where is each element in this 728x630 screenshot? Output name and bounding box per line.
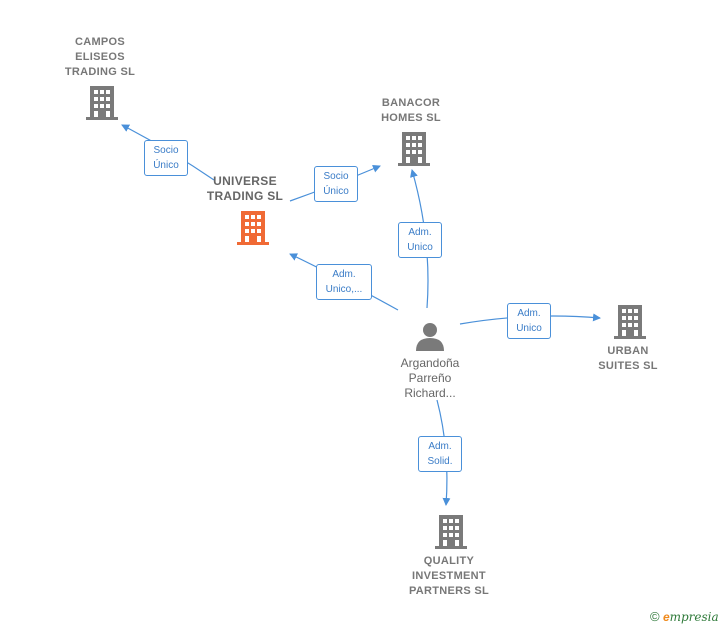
company-label-urban[interactable]: URBAN SUITES SL [598, 345, 658, 372]
building-icon-campos[interactable] [86, 86, 118, 120]
edge-label-person-banacor: Adm. Unico [398, 222, 442, 258]
building-icon-universe[interactable] [237, 211, 269, 245]
brand-watermark: © empresia [650, 609, 719, 624]
person-label[interactable]: Argandoña Parreño Richard... [400, 356, 460, 400]
person-icon[interactable] [416, 323, 444, 351]
edge-label-person-urban: Adm. Unico [507, 303, 551, 339]
building-icon-banacor[interactable] [398, 132, 430, 166]
edge-label-person-universe: Adm. Unico,... [316, 264, 372, 300]
copyright-icon: © [650, 609, 660, 624]
brand-name: mpresia [669, 610, 719, 624]
company-label-universe[interactable]: UNIVERSE TRADING SL [206, 174, 284, 203]
edge-label-universe-campos: Socio Único [144, 140, 188, 176]
company-label-campos[interactable]: CAMPOS ELISEOS TRADING SL [64, 36, 136, 78]
building-icon-quality[interactable] [435, 515, 467, 549]
building-icon-urban[interactable] [614, 305, 646, 339]
edge-label-universe-banacor: Socio Único [314, 166, 358, 202]
edge-label-person-quality: Adm. Solid. [418, 436, 462, 472]
company-label-banacor[interactable]: BANACOR HOMES SL [381, 97, 441, 124]
brand-logo-e: e [662, 610, 670, 624]
company-label-quality[interactable]: QUALITY INVESTMENT PARTNERS SL [408, 555, 490, 597]
